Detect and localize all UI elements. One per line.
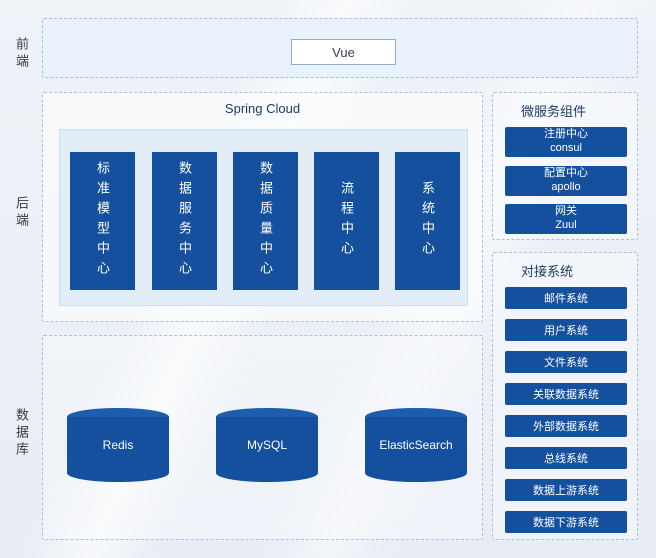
systems-title: 对接系统 xyxy=(521,264,574,279)
microservice-node-config: 配置中心 apollo xyxy=(505,166,627,196)
system-node-related-data: 关联数据系统 xyxy=(505,383,627,405)
database-panel: Redis MySQL ElasticSearch xyxy=(42,335,483,540)
center-node-label: 数据服务中心 xyxy=(177,161,192,281)
database-node-redis: Redis xyxy=(67,408,169,482)
center-node-data-quality: 数据质量中心 xyxy=(233,152,298,290)
cylinder-body xyxy=(67,417,169,473)
layer-label-database: 数据库 xyxy=(14,408,29,459)
cylinder-bottom xyxy=(67,464,169,482)
microservice-name: 网关 xyxy=(555,205,577,218)
cylinder-body xyxy=(216,417,318,473)
microservices-panel: 微服务组件 注册中心 consul 配置中心 apollo 网关 Zuul xyxy=(492,92,638,240)
spring-cloud-container: 标准模型中心 数据服务中心 数据质量中心 流程中心 系统中心 xyxy=(59,129,468,306)
vue-node: Vue xyxy=(291,39,396,65)
database-label: ElasticSearch xyxy=(379,438,453,452)
database-node-mysql: MySQL xyxy=(216,408,318,482)
systems-panel: 对接系统 邮件系统 用户系统 文件系统 关联数据系统 外部数据系统 总线系统 数… xyxy=(492,252,638,540)
center-node-data-service: 数据服务中心 xyxy=(152,152,217,290)
microservice-tech: Zuul xyxy=(555,219,577,231)
microservices-title: 微服务组件 xyxy=(521,104,587,119)
center-node-standard-model: 标准模型中心 xyxy=(70,152,135,290)
cylinder-bottom xyxy=(216,464,318,482)
center-node-label: 标准模型中心 xyxy=(95,161,110,281)
vue-node-label: Vue xyxy=(332,44,355,60)
system-node-external-data: 外部数据系统 xyxy=(505,415,627,437)
layer-label-frontend: 前端 xyxy=(14,37,29,71)
microservice-tech: apollo xyxy=(551,181,581,193)
center-node-label: 流程中心 xyxy=(339,181,354,261)
system-node-file: 文件系统 xyxy=(505,351,627,373)
system-node-data-downstream: 数据下游系统 xyxy=(505,511,627,533)
system-node-user: 用户系统 xyxy=(505,319,627,341)
center-node-label: 数据质量中心 xyxy=(258,161,273,281)
cylinder-body xyxy=(365,417,467,473)
system-node-data-upstream: 数据上游系统 xyxy=(505,479,627,501)
cylinder-bottom xyxy=(365,464,467,482)
microservice-name: 注册中心 xyxy=(544,128,588,141)
layer-label-backend: 后端 xyxy=(14,196,29,230)
system-node-bus: 总线系统 xyxy=(505,447,627,469)
backend-title: Spring Cloud xyxy=(224,101,301,116)
center-node-label: 系统中心 xyxy=(420,181,435,261)
microservice-node-registry: 注册中心 consul xyxy=(505,127,627,157)
system-node-mail: 邮件系统 xyxy=(505,287,627,309)
backend-panel: Spring Cloud 标准模型中心 数据服务中心 数据质量中心 流程中心 系… xyxy=(42,92,483,322)
microservice-tech: consul xyxy=(550,142,582,154)
center-node-process: 流程中心 xyxy=(314,152,379,290)
database-label: MySQL xyxy=(246,438,287,452)
database-label: Redis xyxy=(102,438,134,452)
microservice-node-gateway: 网关 Zuul xyxy=(505,204,627,234)
frontend-panel: Vue xyxy=(42,18,638,78)
center-node-system: 系统中心 xyxy=(395,152,460,290)
microservice-name: 配置中心 xyxy=(544,167,588,180)
database-node-elasticsearch: ElasticSearch xyxy=(365,408,467,482)
